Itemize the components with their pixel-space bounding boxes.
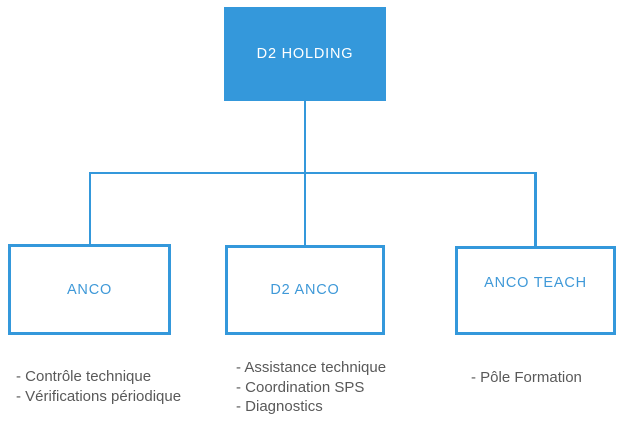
activity-item: - Pôle Formation bbox=[471, 369, 582, 386]
activity-item: - Assistance technique bbox=[236, 359, 387, 376]
anco-activity-list: - Contrôle technique - Vérifications pér… bbox=[16, 367, 181, 406]
org-node-anco-teach: ANCO TEACH bbox=[455, 246, 616, 335]
org-node-d2-anco: D2 ANCO bbox=[225, 245, 385, 335]
connector-horizontal bbox=[88, 171, 537, 174]
connector-vertical-right bbox=[534, 171, 537, 247]
d2-anco-activity-list: - Assistance technique - Coordination SP… bbox=[236, 358, 386, 417]
anco-teach-activity-list: - Pôle Formation bbox=[471, 368, 582, 388]
org-node-d2-holding: D2 HOLDING bbox=[224, 7, 386, 101]
activity-item: - Coordination SPS bbox=[236, 378, 365, 396]
org-node-anco-label: ANCO bbox=[66, 281, 113, 298]
activity-item: - Contrôle technique bbox=[16, 368, 152, 385]
org-node-anco-teach-label: ANCO TEACH bbox=[484, 274, 587, 291]
org-node-d2-anco-label: D2 ANCO bbox=[270, 282, 340, 298]
connector-vertical-left bbox=[88, 171, 91, 245]
org-node-d2-holding-label: D2 HOLDING bbox=[256, 46, 354, 62]
activity-item: - Vérifications périodique bbox=[16, 387, 182, 405]
org-node-anco: ANCO bbox=[8, 244, 171, 335]
activity-item: - Diagnostics bbox=[236, 398, 323, 415]
